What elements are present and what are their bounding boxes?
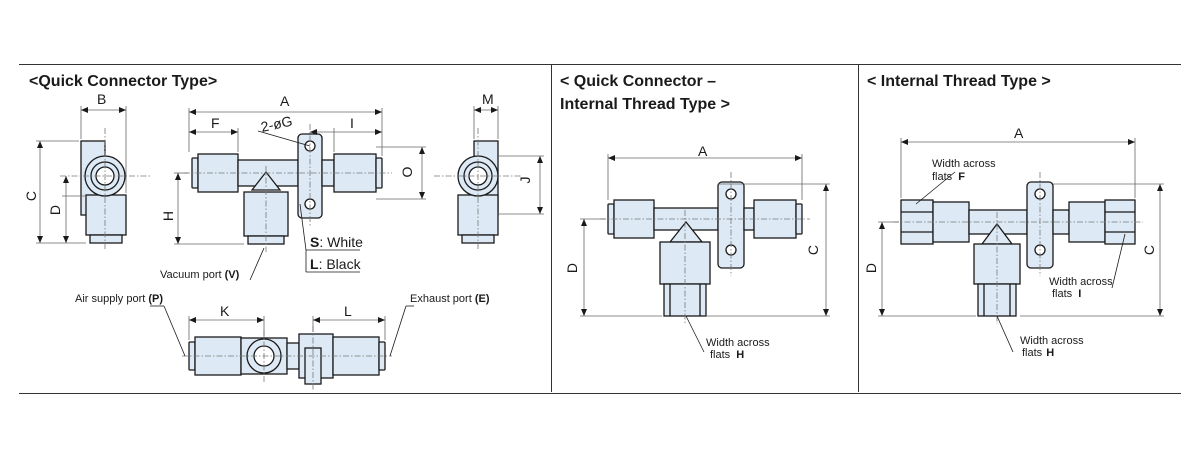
- qcit-width-across-line1: Width across: [706, 337, 770, 349]
- color-s-text: : White: [319, 234, 363, 250]
- qcit-dim-d: D: [564, 263, 580, 273]
- dim-i: I: [350, 115, 354, 131]
- dim-o: O: [399, 166, 415, 177]
- it-width-f-line2: flats F: [932, 171, 965, 183]
- it-width-h-code: H: [1046, 347, 1054, 359]
- color-s-code: S: [310, 234, 319, 250]
- qcit-width-across-code: H: [736, 349, 744, 361]
- center-lines: [60, 124, 1143, 390]
- panel-title-qc-internal-line2: Internal Thread Type >: [560, 96, 730, 113]
- it-width-f-flats: flats: [932, 171, 953, 183]
- it-dim-a: A: [1014, 125, 1024, 141]
- air-supply-port-code: (P): [148, 293, 163, 305]
- it-width-h-flats: flats: [1022, 347, 1043, 359]
- color-l-code: L: [310, 256, 319, 272]
- exhaust-port-code: (E): [475, 293, 490, 305]
- dim-j: J: [517, 177, 533, 184]
- vacuum-port-code: (V): [225, 269, 240, 281]
- exhaust-port-text: Exhaust port: [410, 293, 475, 305]
- it-dim-d: D: [863, 263, 879, 273]
- color-s-label: S: White: [310, 234, 363, 250]
- vacuum-port-label: Vacuum port (V): [160, 269, 240, 281]
- it-width-i-code: I: [1078, 288, 1081, 300]
- it-width-f-line1: Width across: [932, 158, 996, 170]
- it-width-h-line1: Width across: [1020, 335, 1084, 347]
- qcit-dim-c: C: [805, 245, 821, 255]
- vacuum-port-text: Vacuum port: [160, 269, 225, 281]
- qc-front-tee: [191, 133, 383, 245]
- panel-title-internal-thread: < Internal Thread Type >: [867, 73, 1051, 90]
- it-dim-c: C: [1141, 245, 1157, 255]
- drawing-frame: [19, 64, 1181, 394]
- it-width-i-flats: flats: [1052, 288, 1073, 300]
- dim-h: H: [160, 211, 176, 221]
- qcit-width-across-flats: flats: [710, 349, 731, 361]
- leader-lines: [150, 130, 1126, 357]
- air-supply-port-text: Air supply port: [75, 293, 148, 305]
- dim-d: D: [47, 205, 63, 215]
- dim-m: M: [482, 91, 494, 107]
- panel-title-quick-connector: <Quick Connector Type>: [29, 73, 218, 90]
- dim-l: L: [344, 303, 352, 319]
- it-tee: [900, 181, 1136, 317]
- dim-b: B: [97, 91, 106, 107]
- qc-bottom-view: [188, 333, 386, 385]
- qcit-dim-a: A: [698, 143, 708, 159]
- exhaust-port-label: Exhaust port (E): [410, 293, 490, 305]
- panel-divider-2: [858, 64, 859, 392]
- color-l-label: L: Black: [310, 256, 362, 272]
- air-supply-port-label: Air supply port (P): [75, 293, 163, 305]
- qcit-tee: [607, 181, 803, 317]
- holes-label: 2-øG: [259, 113, 294, 135]
- it-width-i-line1: Width across: [1049, 276, 1113, 288]
- qcit-width-across-line2: flats H: [710, 349, 744, 361]
- color-l-text: : Black: [319, 256, 362, 272]
- it-width-f-code: F: [958, 171, 965, 183]
- panel-title-qc-internal-line1: < Quick Connector –: [560, 73, 717, 90]
- dim-k: K: [220, 303, 230, 319]
- dim-f: F: [211, 115, 220, 131]
- qc-side-view-left: [80, 140, 127, 244]
- dim-a: A: [280, 93, 290, 109]
- panel-divider-1: [551, 64, 552, 392]
- dimension-lines: [36, 106, 1164, 340]
- dim-c: C: [23, 191, 39, 201]
- it-width-i-line2: flats I: [1052, 288, 1081, 300]
